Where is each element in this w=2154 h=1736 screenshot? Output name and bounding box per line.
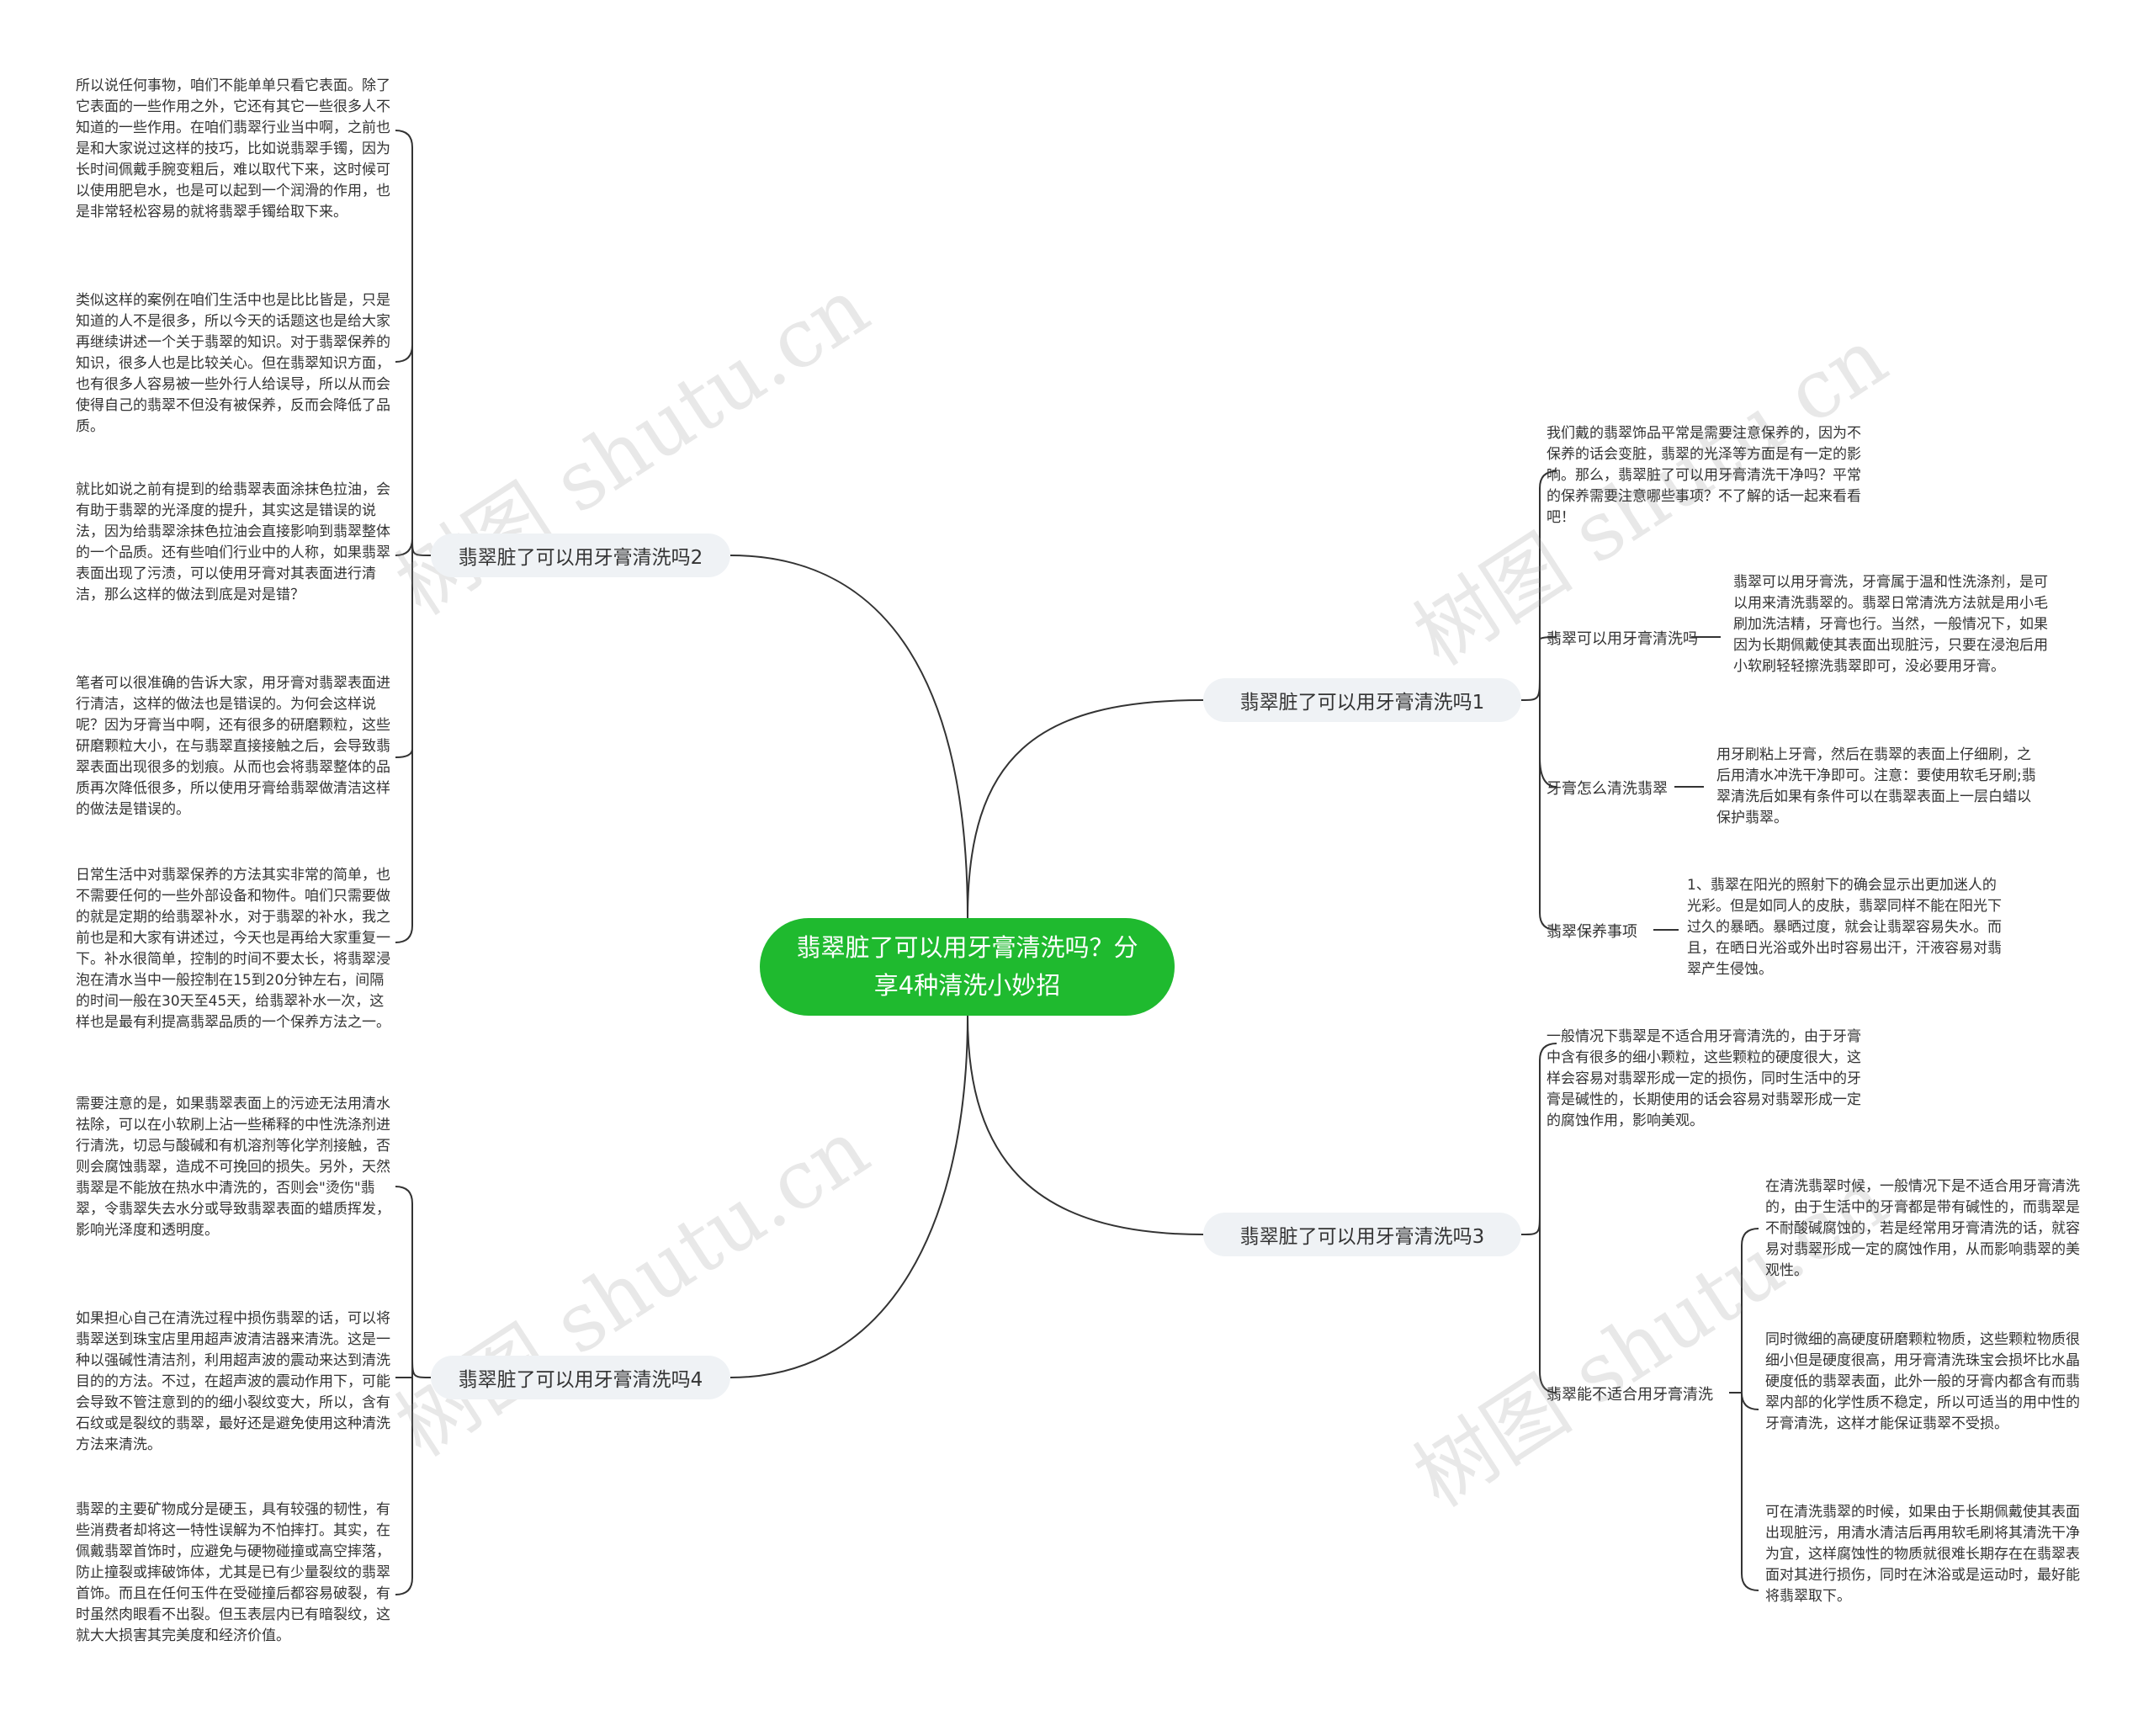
branch-topic-label: 翡翠脏了可以用牙膏清洗吗4 bbox=[458, 1369, 703, 1391]
b1-topic-1-text: 翡翠可以用牙膏洗，牙膏属于温和性洗涤剂，是可以用来清洗翡翠的。翡翠日常清洗方法就… bbox=[1733, 574, 2048, 675]
root-topic[interactable]: 翡翠脏了可以用牙膏清洗吗？分享4种清洗小妙招 bbox=[760, 918, 1175, 1016]
branch-topic-label: 翡翠脏了可以用牙膏清洗吗3 bbox=[1239, 1226, 1485, 1248]
branch-topic-2[interactable]: 翡翠脏了可以用牙膏清洗吗2 bbox=[431, 534, 730, 577]
b3-topic[interactable]: 翡翠能不适合用牙膏清洗 bbox=[1547, 1386, 1713, 1404]
b2-para-3: 就比如说之前有提到的给翡翠表面涂抹色拉油，会有助于翡翠的光泽度的提升，其实这是错… bbox=[76, 481, 390, 603]
root-topic-label: 翡翠脏了可以用牙膏清洗吗？分享4种清洗小妙招 bbox=[796, 933, 1138, 1000]
connector-root-b4 bbox=[729, 1015, 968, 1378]
b2-para-4: 笔者可以很准确的告诉大家，用牙膏对翡翠表面进行清洁，这样的做法也是错误的。为何会… bbox=[76, 675, 390, 818]
bracket-b3 bbox=[1520, 1043, 1557, 1235]
connector-root-b2 bbox=[729, 555, 968, 919]
branch-topic-1[interactable]: 翡翠脏了可以用牙膏清洗吗1 bbox=[1203, 678, 1521, 722]
b4-para-1: 需要注意的是，如果翡翠表面上的污迹无法用清水祛除，可以在小软刷上沾一些稀释的中性… bbox=[76, 1096, 390, 1239]
connector-root-b3 bbox=[967, 1015, 1204, 1235]
b1-topic-2[interactable]: 牙膏怎么清洗翡翠 bbox=[1547, 780, 1668, 798]
b1-topic-1[interactable]: 翡翠可以用牙膏清洗吗 bbox=[1547, 630, 1698, 648]
b3-para-1: 在清洗翡翠时候，一般情况下是不适合用牙膏清洗的，由于生活中的牙膏都是带有碱性的，… bbox=[1765, 1178, 2080, 1279]
b3-intro-text: 一般情况下翡翠是不适合用牙膏清洗的，由于牙膏中含有很多的细小颗粒，这些颗粒的硬度… bbox=[1547, 1028, 1861, 1129]
branch-topic-label: 翡翠脏了可以用牙膏清洗吗1 bbox=[1239, 692, 1485, 714]
branch-topic-4[interactable]: 翡翠脏了可以用牙膏清洗吗4 bbox=[431, 1356, 730, 1399]
b4-para-3: 翡翠的主要矿物成分是硬玉，具有较强的韧性，有些消费者却将这一特性误解为不怕摔打。… bbox=[76, 1501, 390, 1644]
b3-para-2: 同时微细的高硬度研磨颗粒物质，这些颗粒物质很细小但是硬度很高，用牙膏清洗珠宝会损… bbox=[1765, 1331, 2080, 1432]
b2-para-1: 所以说任何事物，咱们不能单单只看它表面。除了它表面的一些作用之外，它还有其它一些… bbox=[76, 77, 390, 220]
b1-topic-3[interactable]: 翡翠保养事项 bbox=[1547, 923, 1637, 941]
connector-root-b1 bbox=[967, 699, 1204, 919]
b4-para-2: 如果担心自己在清洗过程中损伤翡翠的话，可以将翡翠送到珠宝店里用超声波清洁器来清洗… bbox=[76, 1310, 390, 1453]
b2-para-5: 日常生活中对翡翠保养的方法其实非常的简单，也不需要任何的一些外部设备和物件。咱们… bbox=[76, 867, 390, 1031]
bracket-b1 bbox=[1520, 470, 1557, 701]
bracket-b2 bbox=[395, 130, 432, 556]
b1-topic-3-text: 1、翡翠在阳光的照射下的确会显示出更加迷人的光彩。但是如同人的皮肤，翡翠同样不能… bbox=[1687, 877, 2002, 978]
bracket-b4 bbox=[395, 1186, 432, 1378]
branch-topic-label: 翡翠脏了可以用牙膏清洗吗2 bbox=[458, 547, 703, 569]
b2-para-2: 类似这样的案例在咱们生活中也是比比皆是，只是知道的人不是很多，所以今天的话题这也… bbox=[76, 292, 390, 435]
b1-intro-text: 我们戴的翡翠饰品平常是需要注意保养的，因为不保养的话会变脏，翡翠的光泽等方面是有… bbox=[1547, 425, 1861, 526]
b1-topic-2-text: 用牙刷粘上牙膏，然后在翡翠的表面上仔细刷，之后用清水冲洗干净即可。注意：要使用软… bbox=[1716, 746, 2036, 826]
branch-topic-3[interactable]: 翡翠脏了可以用牙膏清洗吗3 bbox=[1203, 1213, 1521, 1256]
b3-para-3: 可在清洗翡翠的时候，如果由于长期佩戴使其表面出现脏污，用清水清洁后再用软毛刷将其… bbox=[1765, 1504, 2080, 1605]
